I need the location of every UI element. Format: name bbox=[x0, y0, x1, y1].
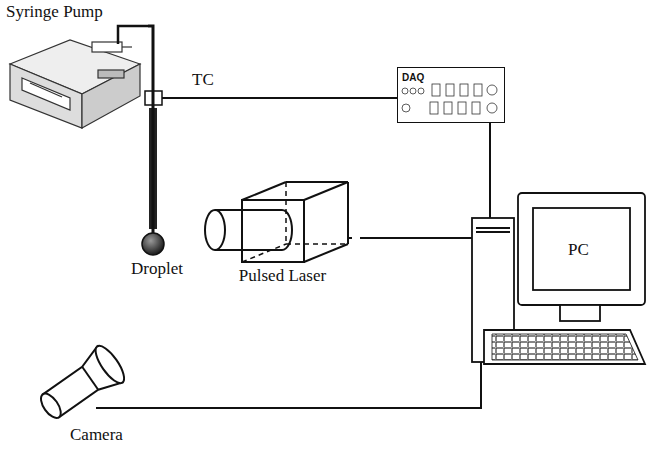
daq-controls bbox=[402, 84, 497, 114]
tc-wire bbox=[162, 97, 397, 99]
signal-label: TC bbox=[190, 70, 216, 90]
node-label: Camera bbox=[70, 425, 123, 445]
laser-lead bbox=[348, 237, 352, 239]
droplet-node: Droplet bbox=[110, 233, 204, 281]
daq-box: DAQ bbox=[397, 67, 505, 123]
node-label: DAQ bbox=[402, 71, 424, 84]
connector bbox=[490, 123, 491, 218]
pump-node: Syringe Pump bbox=[0, 0, 148, 134]
node-label: Syringe Pump bbox=[6, 2, 103, 22]
connector bbox=[148, 26, 153, 233]
camera-node: Camera bbox=[40, 335, 155, 449]
camera-symbol bbox=[33, 342, 130, 428]
connector bbox=[155, 362, 481, 408]
node-label: Pulsed Laser bbox=[205, 266, 360, 286]
pc-symbol bbox=[472, 193, 645, 364]
laser-node: Pulsed Laser bbox=[205, 176, 360, 288]
tube bbox=[118, 26, 148, 44]
syringe-pump-symbol bbox=[10, 40, 140, 128]
node-label: PC bbox=[568, 240, 589, 260]
node-label: Droplet bbox=[110, 259, 204, 279]
pc-node: PC bbox=[472, 218, 645, 362]
connector bbox=[360, 238, 472, 239]
droplet-symbol bbox=[142, 233, 164, 255]
camera-lead bbox=[96, 407, 155, 409]
pulsed-laser-symbol bbox=[205, 182, 348, 262]
